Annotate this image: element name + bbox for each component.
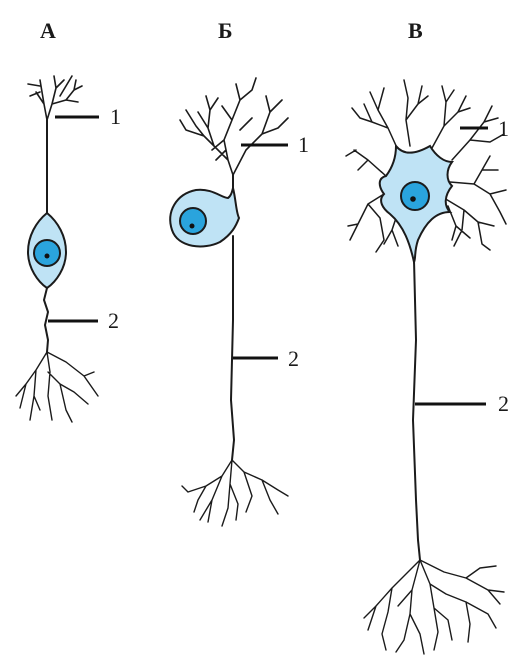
panel-b-callout-2: 2 xyxy=(288,346,299,371)
panel-a-terminals xyxy=(15,351,99,423)
panel-b-nucleolus xyxy=(189,223,195,229)
panel-c-callout-1: 1 xyxy=(498,116,509,141)
panel-c-letter: В xyxy=(408,18,423,43)
panel-a-letter: А xyxy=(40,18,56,43)
panel-a-lower-process xyxy=(43,287,49,353)
panel-c-terminals xyxy=(363,559,505,655)
panel-c: В 1 2 xyxy=(345,18,509,655)
panel-c-callout-2: 2 xyxy=(498,391,509,416)
panel-b-callout-1: 1 xyxy=(298,132,309,157)
panel-c-nucleolus xyxy=(410,196,416,202)
panel-b-letter: Б xyxy=(218,18,233,43)
panel-c-dendrites xyxy=(345,79,507,253)
panel-a: А 1 2 xyxy=(15,18,121,423)
panel-c-axon xyxy=(412,259,421,561)
panel-a-callout-1: 1 xyxy=(110,104,121,129)
panel-a-nucleolus xyxy=(44,253,50,259)
panel-b: Б 1 2 xyxy=(169,18,309,527)
panel-a-nucleus xyxy=(33,239,61,267)
panel-b-nucleus xyxy=(179,207,207,235)
panel-b-central-process xyxy=(230,235,235,461)
panel-a-dendrites xyxy=(27,75,83,121)
panel-a-callout-2: 2 xyxy=(108,308,119,333)
panel-c-nucleus xyxy=(400,181,430,211)
panel-b-dendrites xyxy=(179,77,289,176)
panel-b-terminals xyxy=(181,459,289,527)
